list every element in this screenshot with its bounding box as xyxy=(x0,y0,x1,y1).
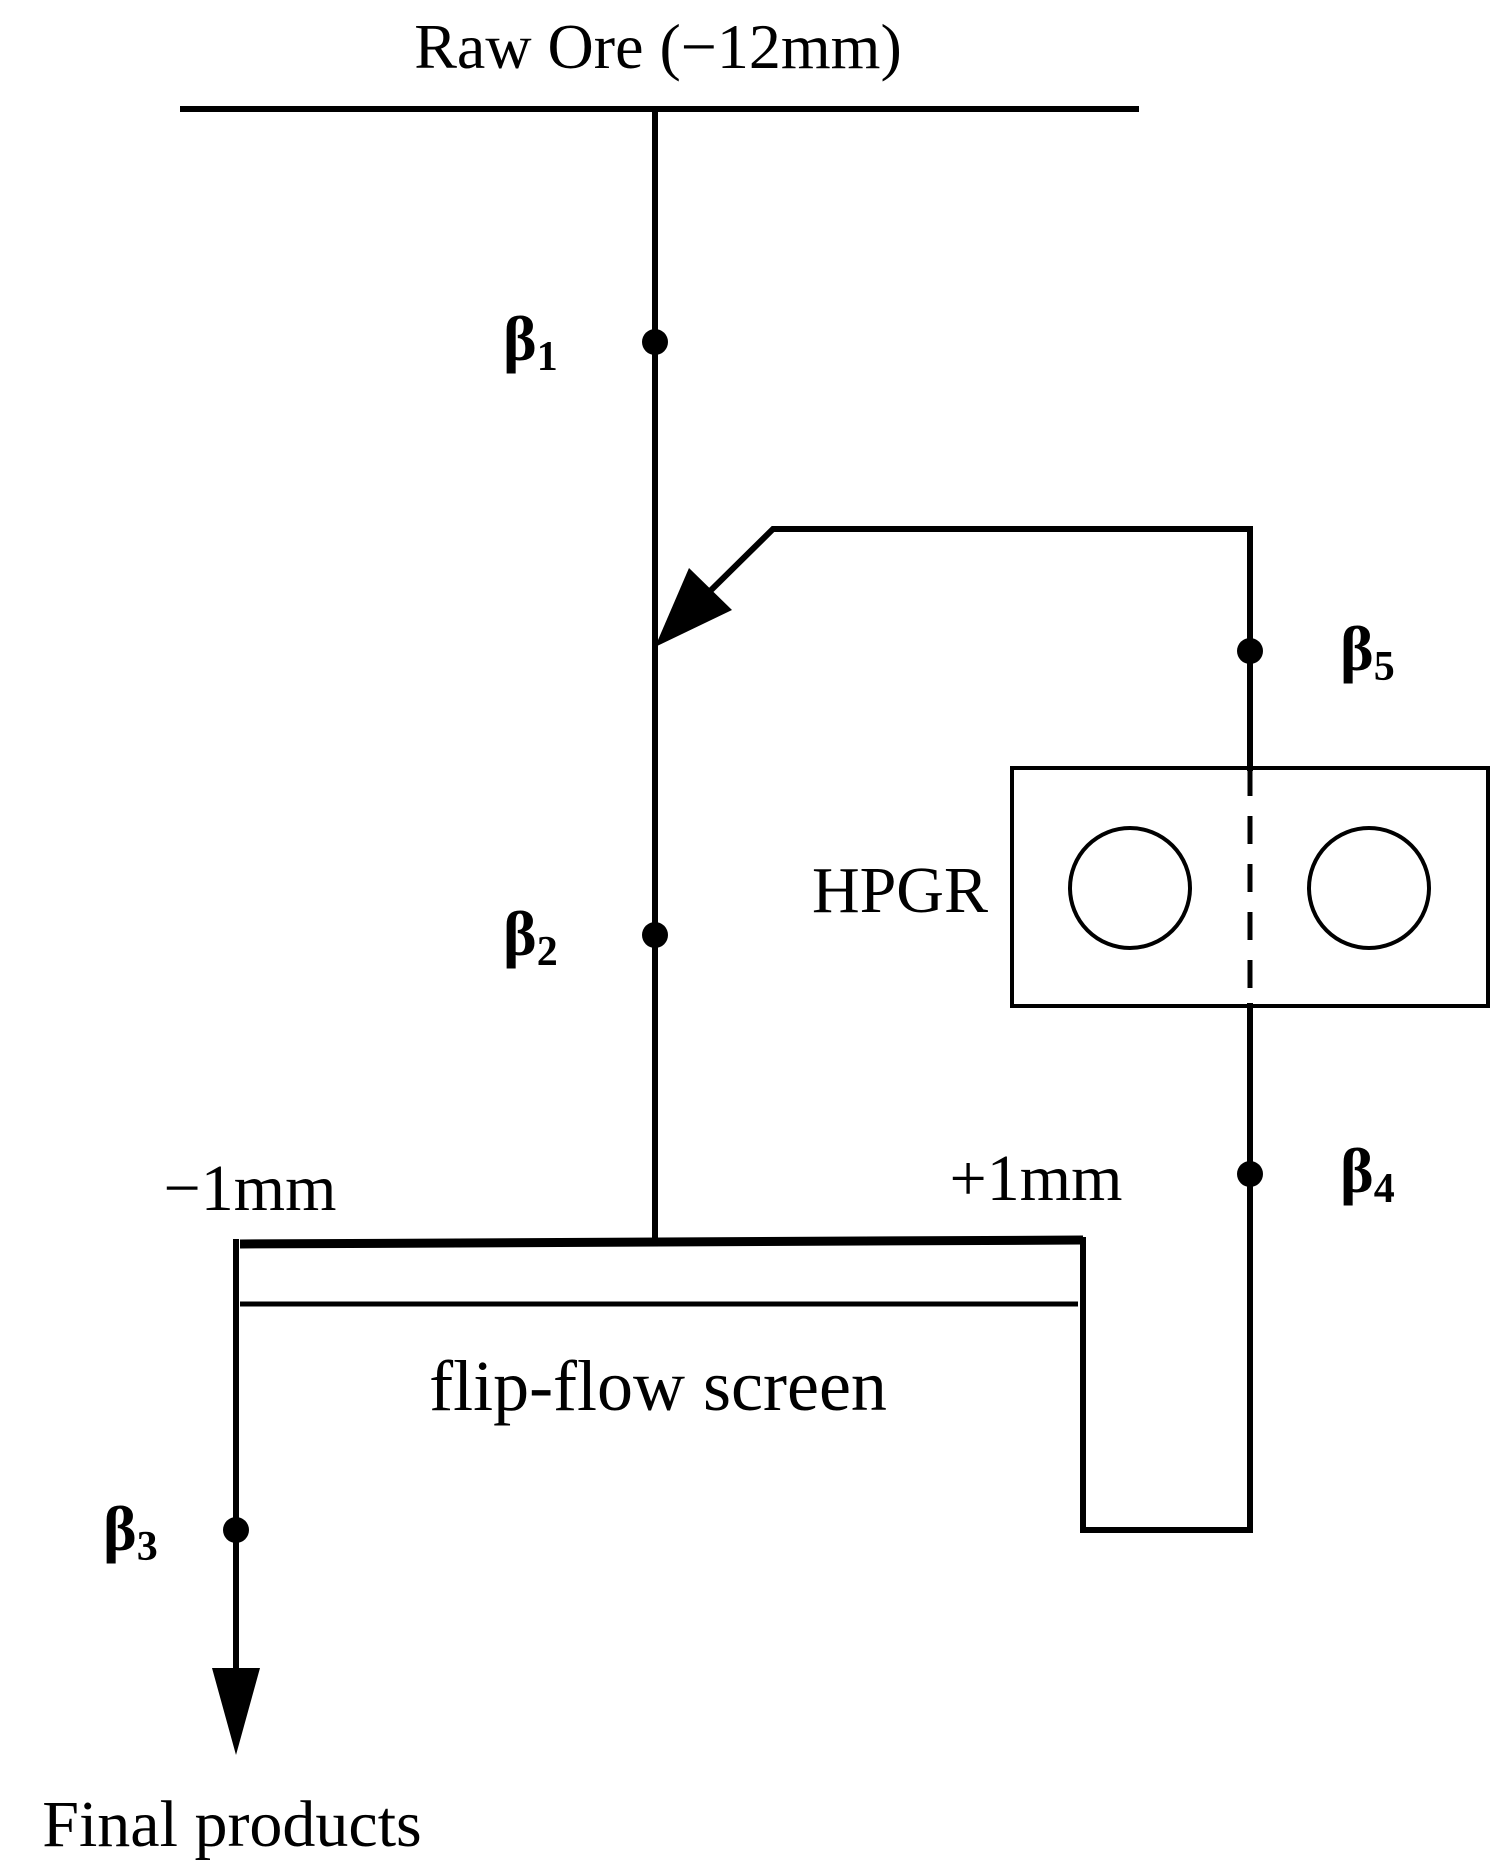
sample-point-beta5-label: β5 xyxy=(1340,613,1395,690)
raw-ore-label: Raw Ore (−12mm) xyxy=(414,11,902,82)
recycle-line xyxy=(695,526,1253,771)
recycle-arrowhead xyxy=(655,568,732,647)
sample-point-beta3-label: β3 xyxy=(103,1493,158,1570)
sample-point-beta1-dot xyxy=(642,329,668,355)
screen-label: flip-flow screen xyxy=(429,1346,887,1426)
sample-point-beta1-label: β1 xyxy=(503,303,558,380)
sample-point-beta4-dot xyxy=(1237,1161,1263,1187)
sample-point-beta2-dot xyxy=(642,922,668,948)
screen-deck-top xyxy=(239,1235,1084,1249)
sample-point-beta4-label: β4 xyxy=(1340,1135,1395,1212)
final-products-arrowhead xyxy=(212,1668,260,1755)
hpgr-roll-right xyxy=(1307,826,1431,950)
hpgr-label: HPGR xyxy=(812,854,988,927)
plus-1mm-label: +1mm xyxy=(950,1142,1123,1215)
minus-1mm-label: −1mm xyxy=(164,1152,337,1225)
sample-point-beta2-label: β2 xyxy=(503,898,558,975)
hpgr-roll-left xyxy=(1068,826,1192,950)
sample-point-beta5-dot xyxy=(1237,638,1263,664)
final-products-label: Final products xyxy=(42,1788,421,1861)
oversize-return-line xyxy=(1080,1003,1253,1533)
sample-point-beta3-dot xyxy=(223,1517,249,1543)
